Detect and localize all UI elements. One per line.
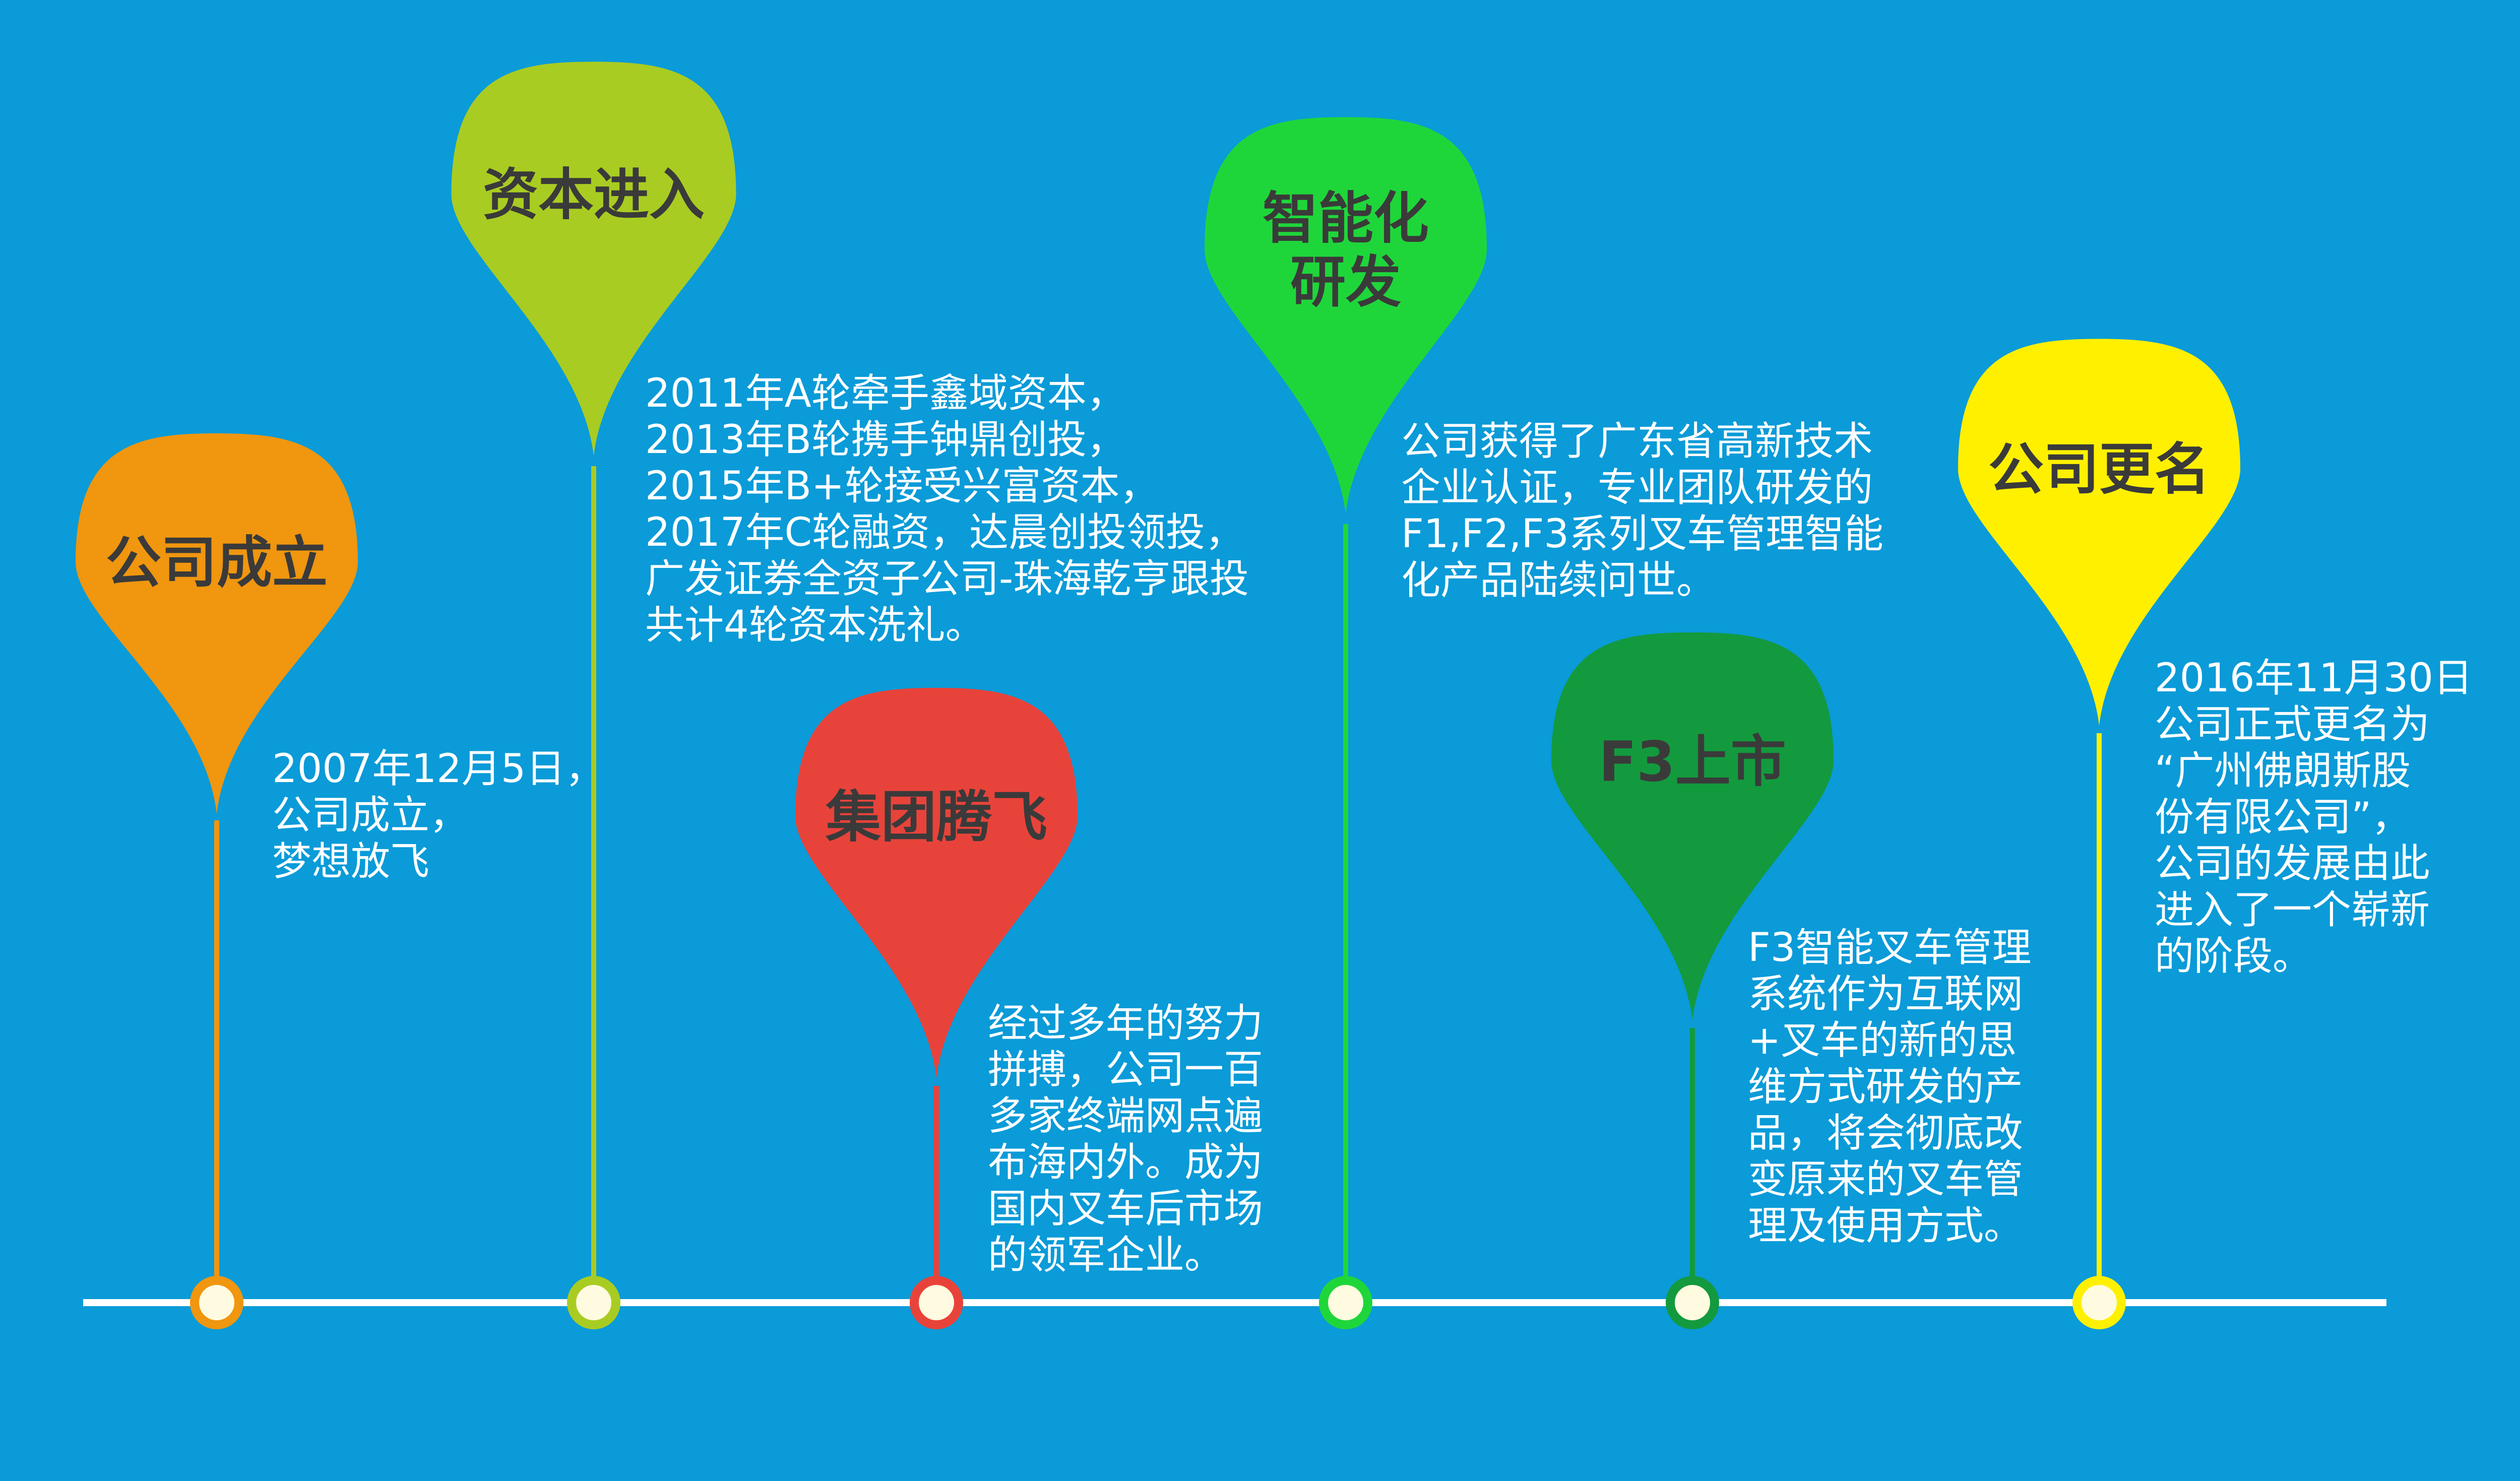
milestone-description: 2007年12月5日，公司成立，梦想放飞 xyxy=(272,746,604,885)
description-line: 梦想放飞 xyxy=(272,839,430,884)
milestone-title: 公司成立 xyxy=(106,531,328,595)
milestone-dot xyxy=(190,1276,243,1329)
description-line: 广发证券全资子公司-珠海乾亨跟投 xyxy=(645,556,1249,602)
description-line: 国内叉车后市场 xyxy=(988,1186,1264,1232)
description-line: 公司获得了广东省高新技术 xyxy=(1401,419,1873,464)
milestone-pin xyxy=(795,688,1078,1078)
description-line: +叉车的新的思 xyxy=(1748,1018,2017,1063)
milestone-6: 公司更名 xyxy=(1958,339,2240,1329)
milestone-title: 研发 xyxy=(1290,250,1401,314)
description-line: F1,F2,F3系列叉车管理智能 xyxy=(1401,511,1884,557)
milestone-dot xyxy=(1319,1276,1372,1329)
description-line: 2013年B轮携手钟鼎创投， xyxy=(645,417,1126,463)
description-line: 拼搏，公司一百 xyxy=(988,1047,1264,1092)
milestone-description: 经过多年的努力拼搏，公司一百多家终端网点遍布海内外。成为国内叉车后市场的领军企业… xyxy=(988,1000,1263,1278)
milestone-title: 资本进入 xyxy=(483,163,705,227)
milestone-title: F3上市 xyxy=(1599,730,1786,794)
milestone-pin xyxy=(451,61,736,456)
milestone-description: 2016年11月30日公司正式更名为“广州佛朗斯股份有限公司”，公司的发展由此进… xyxy=(2155,655,2473,980)
description-line: 2017年C轮融资，达晨创投领投， xyxy=(645,510,1244,555)
description-line: 份有限公司”， xyxy=(2155,795,2411,840)
milestone-title: 集团腾飞 xyxy=(825,785,1047,850)
description-line: 系统作为互联网 xyxy=(1748,972,2024,1017)
milestone-5: F3上市 xyxy=(1551,632,1834,1329)
milestone-description: 2011年A轮牵手鑫域资本，2013年B轮携手钟鼎创投，2015年B+轮接受兴富… xyxy=(645,370,1249,649)
milestone-title: 公司更名 xyxy=(1988,437,2210,502)
description-line: 维方式研发的产 xyxy=(1748,1064,2024,1110)
milestone-2: 资本进入 xyxy=(451,61,736,1329)
milestone-pin xyxy=(1205,117,1487,514)
description-line: 公司的发展由此 xyxy=(2155,841,2430,886)
description-line: 共计4轮资本洗礼。 xyxy=(645,603,985,648)
milestone-pin xyxy=(76,433,358,814)
description-line: 经过多年的努力 xyxy=(988,1001,1264,1046)
description-line: 公司正式更名为 xyxy=(2155,702,2430,747)
description-line: 的领军企业。 xyxy=(988,1233,1224,1278)
description-line: 公司成立， xyxy=(272,793,469,838)
description-line: 多家终端网点遍 xyxy=(988,1093,1264,1139)
description-line: 的阶段。 xyxy=(2155,934,2312,979)
description-line: 2007年12月5日， xyxy=(272,746,605,792)
description-line: F3智能叉车管理 xyxy=(1748,925,2032,971)
description-line: 布海内外。成为 xyxy=(988,1140,1264,1185)
description-line: 2015年B+轮接受兴富资本， xyxy=(645,464,1159,509)
milestone-dot xyxy=(910,1276,963,1329)
description-line: 进入了一个崭新 xyxy=(2155,887,2430,933)
milestone-dot xyxy=(567,1276,620,1329)
milestone-dot xyxy=(1666,1276,1719,1329)
description-line: 变原来的叉车管 xyxy=(1748,1157,2024,1202)
milestone-pin xyxy=(1958,339,2240,726)
description-line: 化产品陆续问世。 xyxy=(1401,558,1716,603)
milestone-description: F3智能叉车管理系统作为互联网+叉车的新的思维方式研发的产品，将会彻底改变原来的… xyxy=(1748,925,2032,1249)
description-line: 企业认证，专业团队研发的 xyxy=(1401,465,1873,510)
milestone-pin xyxy=(1551,632,1834,1020)
description-line: 2016年11月30日 xyxy=(2155,656,2473,701)
milestone-title: 智能化 xyxy=(1263,186,1429,250)
milestone-1: 公司成立 xyxy=(76,433,358,1329)
description-line: 理及使用方式。 xyxy=(1748,1203,2024,1249)
milestone-dot xyxy=(2072,1276,2126,1329)
description-line: 2011年A轮牵手鑫域资本， xyxy=(645,371,1126,416)
milestone-3: 集团腾飞 xyxy=(795,688,1078,1329)
description-line: “广州佛朗斯股 xyxy=(2155,748,2411,794)
description-line: 品，将会彻底改 xyxy=(1748,1111,2024,1156)
